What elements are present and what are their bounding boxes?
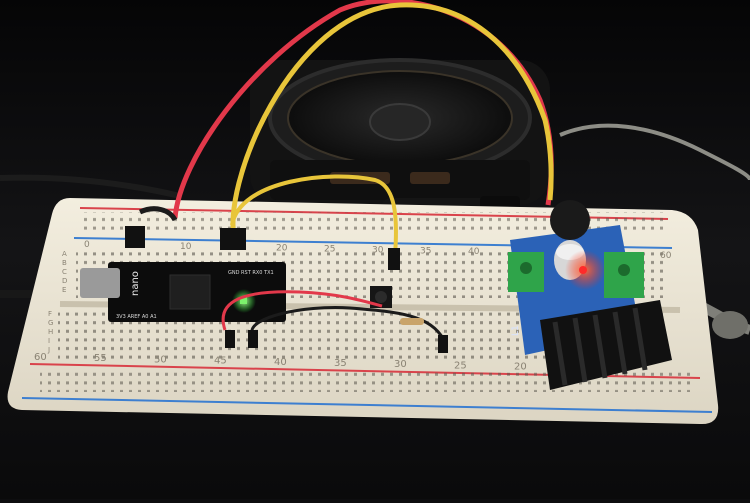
red-jumper (221, 290, 383, 331)
arduino-nano-board: nano GND RST RX0 TX1 3V3 AREF A0 A1 (80, 262, 286, 322)
column-number-bottom-2: 50 (154, 354, 167, 365)
row-letter-top-4: E (62, 286, 66, 294)
jack-pin (388, 248, 400, 270)
yellow-wire-top (230, 2, 554, 241)
column-number-bottom-8: 20 (514, 362, 527, 373)
resistor (400, 318, 424, 325)
column-number-top-5: 25 (324, 245, 335, 255)
cable-plug (712, 311, 748, 339)
black-jumper (250, 306, 446, 341)
row-letter-bottom-3: I (48, 337, 50, 345)
pin-header-left (125, 226, 145, 248)
column-number-top-4: 20 (276, 244, 288, 254)
amp-board-label: L1 (511, 325, 521, 336)
nano-header-top-labels: GND RST RX0 TX1 (228, 270, 274, 276)
column-number-top-12: 60 (660, 251, 672, 261)
column-number-top-2: 10 (180, 242, 192, 252)
column-number-bottom-1: 55 (94, 353, 107, 364)
yellow-jack-wire (230, 174, 398, 256)
column-number-top-6: 30 (372, 245, 384, 255)
column-number-bottom-7: 25 (454, 360, 467, 371)
amplifier-module: L1 (508, 225, 672, 390)
row-letter-top-3: D (62, 277, 67, 285)
nano-logo: nano (130, 271, 141, 296)
column-number-top-0: 0 (84, 240, 90, 250)
capacitor (550, 200, 590, 240)
gray-cable (559, 123, 750, 181)
row-letter-bottom-4: J (47, 346, 50, 354)
column-number-bottom-3: 45 (214, 356, 227, 367)
speaker (250, 58, 550, 205)
row-letter-top-1: B (62, 259, 67, 267)
row-letter-top-0: A (62, 250, 67, 258)
column-number-bottom-5: 35 (334, 358, 347, 369)
row-letter-bottom-1: G (48, 319, 53, 327)
column-number-bottom-0: 60 (34, 352, 47, 363)
row-letter-bottom-0: F (48, 310, 52, 318)
column-number-bottom-4: 40 (274, 357, 287, 368)
column-number-bottom-6: 30 (394, 359, 407, 370)
column-number-top-7: 35 (420, 246, 431, 256)
pin-header-right (220, 228, 246, 250)
row-letter-bottom-2: H (48, 328, 53, 336)
nano-header-bottom-labels: 3V3 AREF A0 A1 (116, 314, 157, 320)
usb-cable (0, 174, 181, 199)
bottom-rail-blue (21, 397, 713, 413)
column-number-top-8: 40 (468, 247, 480, 257)
black-wire-loop (138, 206, 178, 222)
row-letter-top-2: C (62, 268, 67, 276)
